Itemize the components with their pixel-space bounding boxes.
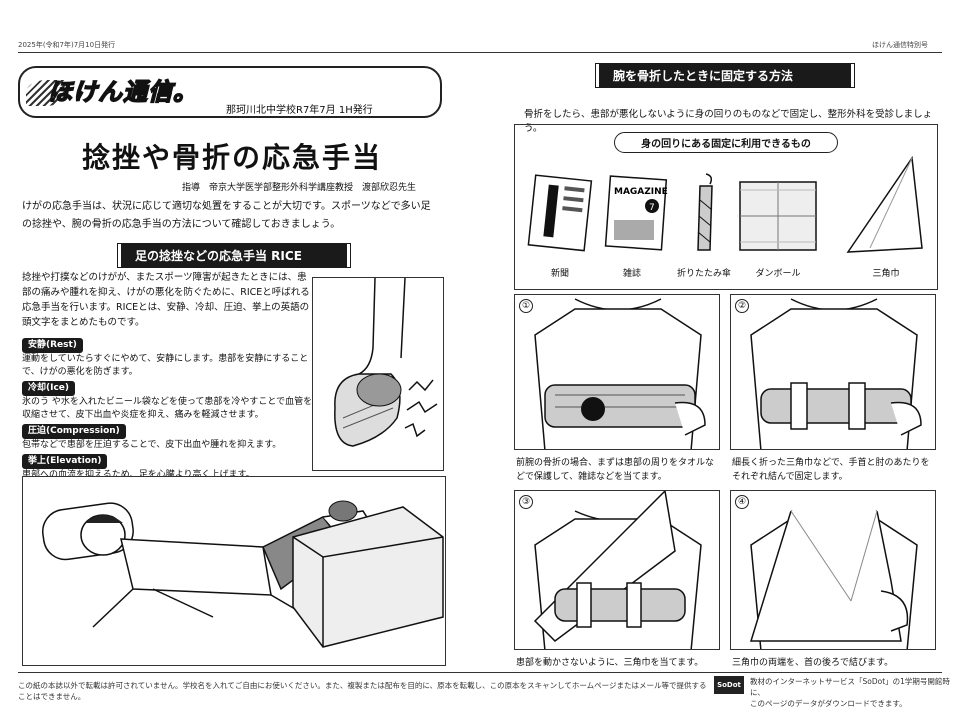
magazine-number: 7: [649, 203, 655, 213]
rice-item-compression: 圧迫(Compression) 包帯などで患部を圧迫することで、皮下出血や腫れを…: [22, 424, 314, 452]
rice-tag: 安静(Rest): [22, 338, 83, 353]
top-right-label: ほけん通信特別号: [872, 41, 928, 49]
arm-fracture-intro: 骨折をしたら、患部が悪化しないように身の回りのものなどで固定し、整形外科を受診し…: [524, 109, 933, 134]
newspaper-icon: [526, 172, 596, 256]
rice-tag: 冷却(Ice): [22, 381, 76, 396]
rice-tag: 圧迫(Compression): [22, 424, 126, 439]
rice-desc: 氷のう や水を入れたビニール袋などを使って患部を冷やすことで血管を収縮させて、皮…: [22, 397, 313, 420]
magazine-icon: MAGAZINE 7: [602, 172, 672, 256]
elevation-illustration: [22, 476, 446, 666]
magazine-title: MAGAZINE: [614, 187, 668, 197]
rice-desc: 運動をしていたらすぐにやめて、安静にします。患部を安静にすることで、けがの悪化を…: [22, 354, 309, 377]
step-number: ③: [519, 495, 533, 509]
folding-umbrella-icon: [680, 170, 730, 258]
step-1-illustration: ①: [514, 294, 720, 450]
step-4-caption: 三角巾の両端を、首の後ろで結びます。: [732, 658, 894, 668]
item-label-triangular-bandage: 三角巾: [872, 269, 900, 279]
ankle-ice-illustration: [312, 277, 444, 471]
step-number: ①: [519, 299, 533, 313]
step-3-caption: 患部を動かさないように、三角巾を当てます。: [516, 658, 704, 668]
arm-fracture-section-header: 腕を骨折したときに固定する方法: [596, 64, 854, 87]
item-label-magazine: 雑誌: [622, 269, 641, 279]
rice-tag: 挙上(Elevation): [22, 454, 108, 469]
rice-desc: 患部への血流を抑えるため、足を心臓より高く上げます。: [22, 470, 255, 480]
step-2-caption: 細長く折った三角巾などで、手首と肘のあたりをそれぞれ結んで固定します。: [732, 458, 930, 482]
step-1-caption: 前腕の骨折の場合、まずは患部の周りをタオルなどで保護して、雑誌などを当てます。: [516, 458, 715, 482]
rice-desc: 包帯などで患部を圧迫することで、皮下出血や腫れを抑えます。: [22, 440, 282, 450]
rice-list: 安静(Rest) 運動をしていたらすぐにやめて、安静にします。患部を安静にするこ…: [22, 338, 314, 484]
newsletter-header-box: [18, 66, 442, 118]
footer-download-line-1: 教材のインターネットサービス「SoDot」の1学期号開館時に、: [750, 677, 950, 697]
item-label-newspaper: 新聞: [550, 269, 569, 279]
footer-rule: [18, 672, 942, 673]
main-title: 捻挫や骨折の応急手当: [82, 141, 383, 174]
top-date: 2025年(令和7年)7月10日発行: [18, 41, 116, 49]
logo-swoosh-icon: [26, 80, 66, 106]
step-3-illustration: ③: [514, 490, 720, 650]
step-number: ④: [735, 495, 749, 509]
sodot-logo: SoDot: [714, 676, 744, 694]
splint-items-title: 身の回りにある固定に利用できるもの: [614, 132, 838, 153]
cardboard-icon: [736, 178, 820, 258]
rice-item-rest: 安静(Rest) 運動をしていたらすぐにやめて、安静にします。患部を安静にするこ…: [22, 338, 314, 379]
step-number: ②: [735, 299, 749, 313]
item-label-cardboard: ダンボール: [755, 269, 801, 279]
step-2-illustration: ②: [730, 294, 936, 450]
newsletter-logo: ほけん通信。: [47, 77, 198, 107]
intro-paragraph: けがの応急手当は、状況に応じて適切な処置をすることが大切です。スポーツなどで多い…: [22, 201, 431, 230]
footer-download-note: 教材のインターネットサービス「SoDot」の1学期号開館時に、 このページのデー…: [750, 676, 960, 709]
footer-download-line-2: このページのデータがダウンロードできます。: [750, 699, 907, 708]
triangular-bandage-icon: [840, 152, 926, 266]
rice-section-header: 足の捻挫などの応急手当 RICE: [118, 244, 350, 267]
splint-items-box: [514, 124, 938, 290]
rice-item-elevation: 挙上(Elevation) 患部への血流を抑えるため、足を心臓より高く上げます。: [22, 454, 314, 482]
rice-item-ice: 冷却(Ice) 氷のう や水を入れたビニール袋などを使って患部を冷やすことで血管…: [22, 381, 314, 422]
rice-intro-paragraph: 捻挫や打撲などのけがが、またスポーツ障害が起きたときには、患部の痛みや腫れを抑え…: [22, 272, 310, 328]
supervisor-credit: 指導 帝京大学医学部整形外科学講座教授 渡部欣忍先生: [182, 183, 417, 193]
item-label-umbrella: 折りたたみ傘: [676, 269, 731, 279]
step-4-illustration: ④: [730, 490, 936, 650]
publication-line: 那珂川北中学校R7年7月 1H発行: [226, 105, 373, 116]
top-rule: [18, 52, 942, 53]
footer-notice: この紙の本誌以外で転載は許可されていません。学校名を入れてご自由にお使いください…: [18, 681, 707, 701]
